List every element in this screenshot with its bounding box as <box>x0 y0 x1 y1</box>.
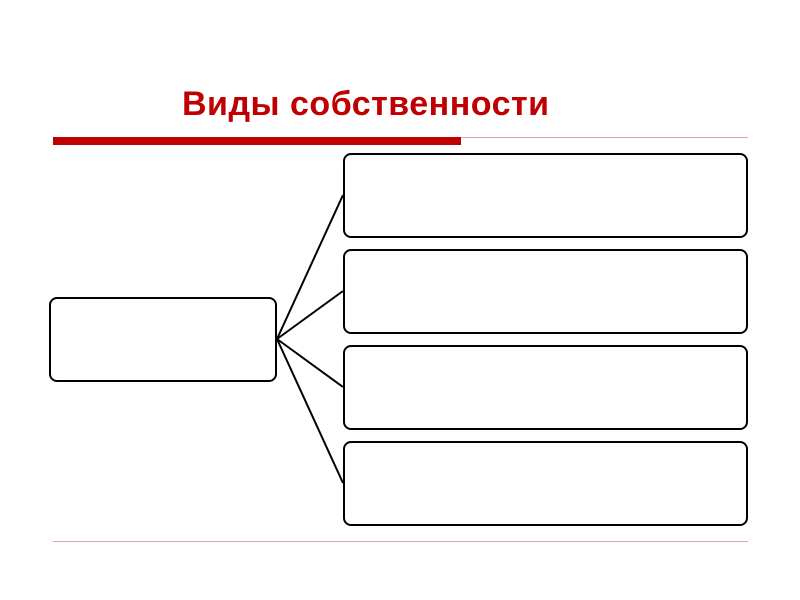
title-rule-accent-bar <box>53 137 461 145</box>
child-node-box-4 <box>343 441 748 526</box>
connector-line-4 <box>276 338 344 484</box>
slide-title: Виды собственности <box>182 85 550 123</box>
connector-line-2 <box>276 290 344 340</box>
root-node-box <box>49 297 277 382</box>
connector-line-1 <box>276 194 344 340</box>
connector-line-3 <box>276 338 344 388</box>
child-node-box-3 <box>343 345 748 430</box>
child-node-box-1 <box>343 153 748 238</box>
footer-rule-thin <box>53 541 748 542</box>
child-node-box-2 <box>343 249 748 334</box>
